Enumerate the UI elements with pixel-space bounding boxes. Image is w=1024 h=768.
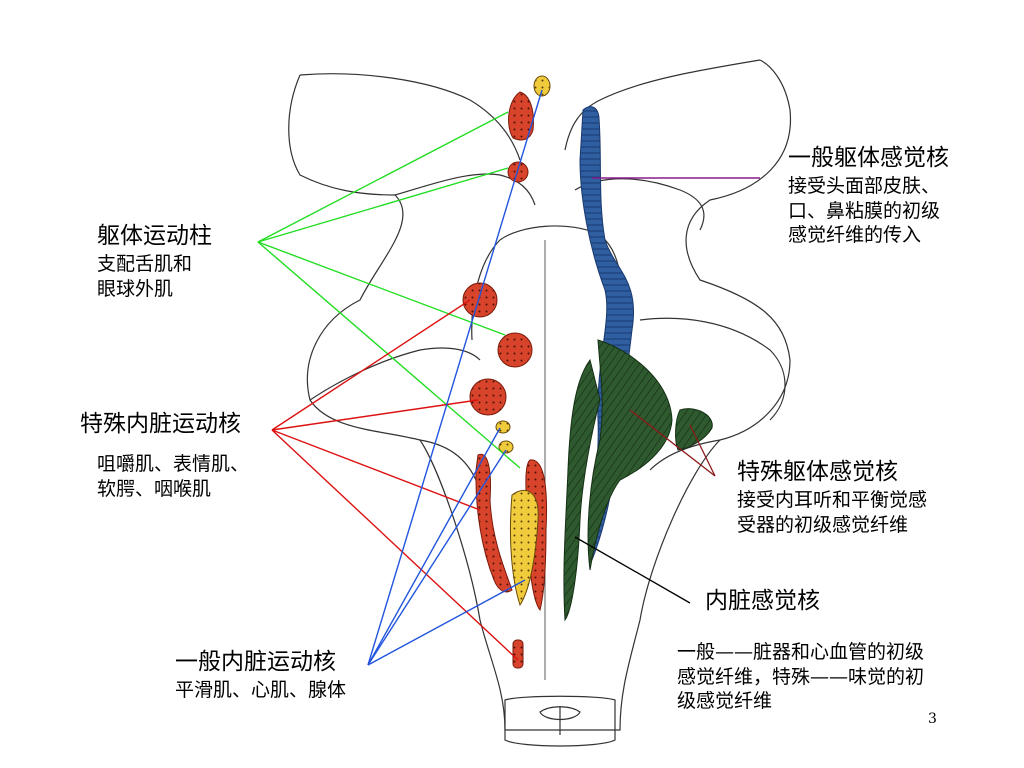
edinger-westphal-nucleus: [534, 76, 550, 96]
special-visceral-motor-label: 特殊内脏运动核: [80, 410, 241, 440]
special-visceral-motor-desc: 咀嚼肌、表情肌、 软腭、咽喉肌: [97, 452, 249, 501]
general-somatic-sensory-desc-2: 口、鼻粘膜的初级: [788, 199, 949, 224]
somatic-motor-desc-1: 支配舌肌和: [97, 252, 212, 277]
special-somatic-sensory-title: 特殊躯体感觉核: [737, 458, 927, 488]
facial-motor-nucleus: [470, 379, 506, 415]
special-visceral-motor-desc-2: 软腭、咽喉肌: [97, 477, 249, 502]
special-visceral-motor-desc-1: 咀嚼肌、表情肌、: [97, 452, 249, 477]
visceral-sensory-label: 内脏感觉核: [705, 587, 820, 617]
nucleus-ambiguus: [476, 454, 512, 592]
general-somatic-sensory-label: 一般躯体感觉核 接受头面部皮肤、 口、鼻粘膜的初级 感觉纤维的传入: [788, 144, 949, 248]
general-somatic-sensory-title: 一般躯体感觉核: [788, 144, 949, 174]
special-visceral-motor-title: 特殊内脏运动核: [80, 410, 241, 440]
trigeminal-motor-nucleus: [463, 283, 497, 317]
special-somatic-sensory-label: 特殊躯体感觉核 接受内耳听和平衡觉感 受器的初级感觉纤维: [737, 458, 927, 537]
somatic-motor-label: 躯体运动柱 支配舌肌和 眼球外肌: [97, 222, 212, 301]
somatic-motor-title: 躯体运动柱: [97, 222, 212, 252]
visceral-sensory-desc-3: 级感觉纤维: [677, 689, 924, 714]
visceral-sensory-title: 内脏感觉核: [705, 587, 820, 617]
general-visceral-motor-title: 一般内脏运动核: [175, 648, 346, 678]
somatic-motor-desc-2: 眼球外肌: [97, 277, 212, 302]
general-visceral-motor-desc-1: 平滑肌、心肌、腺体: [175, 678, 346, 703]
special-somatic-sensory-desc-2: 受器的初级感觉纤维: [737, 513, 927, 538]
abducens-nucleus: [498, 333, 532, 367]
special-somatic-sensory-desc-1: 接受内耳听和平衡觉感: [737, 488, 927, 513]
trochlear-nucleus: [508, 162, 528, 182]
accessory-nucleus: [513, 640, 523, 668]
page-number: 3: [928, 710, 937, 728]
visceral-sensory-desc: 一般——脏器和心血管的初级 感觉纤维，特殊——味觉的初 级感觉纤维: [677, 640, 924, 714]
general-somatic-sensory-desc-3: 感觉纤维的传入: [788, 223, 949, 248]
special-somatic-sensory-nucleus-lateral: [676, 409, 713, 450]
visceral-sensory-pointer: [575, 537, 690, 603]
general-somatic-sensory-desc-1: 接受头面部皮肤、: [788, 174, 949, 199]
general-visceral-motor-label: 一般内脏运动核 平滑肌、心肌、腺体: [175, 648, 346, 703]
visceral-sensory-desc-2: 感觉纤维，特殊——味觉的初: [677, 665, 924, 690]
visceral-sensory-desc-1: 一般——脏器和心血管的初级: [677, 640, 924, 665]
